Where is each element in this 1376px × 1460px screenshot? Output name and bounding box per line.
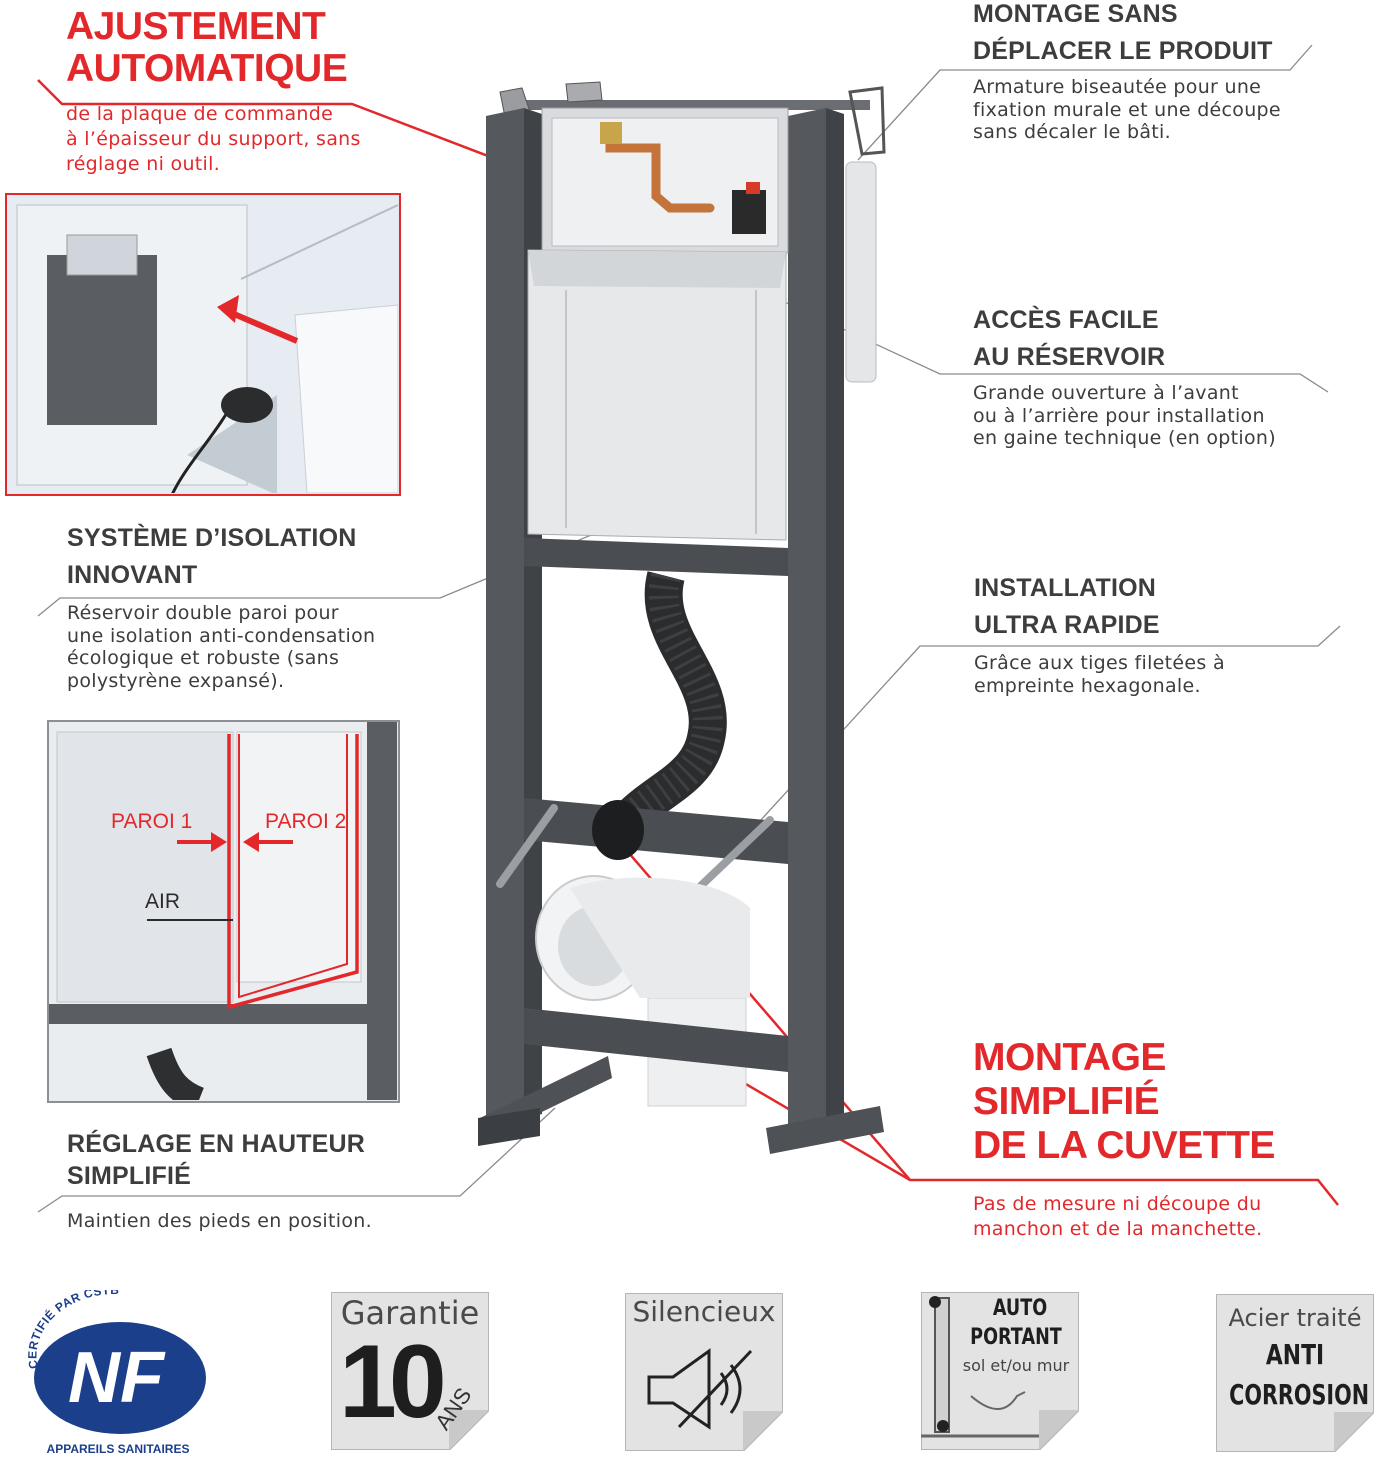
insulation-title-line: SYSTÈME D’ISOLATION	[67, 524, 357, 552]
feature-tank-access: ACCÈS FACILE AU RÉSERVOIR Grande ouvertu…	[973, 302, 1323, 450]
mounting-title-line: DÉPLACER LE PRODUIT	[973, 37, 1273, 65]
mounting-desc-line: fixation murale et une découpe	[973, 98, 1281, 121]
warranty-number: 10	[339, 1324, 447, 1440]
insulation-desc: Réservoir double paroi pour une isolatio…	[67, 602, 427, 692]
muted-speaker-icon	[647, 1348, 753, 1430]
feature-bowl: MONTAGE SIMPLIFIÉ DE LA CUVETTE Pas de m…	[973, 1036, 1353, 1242]
height-title-line: SIMPLIFIÉ	[67, 1162, 192, 1190]
nf-logo-text: NF	[68, 1338, 166, 1418]
feature-auto-adjust: AJUSTEMENT AUTOMATIQUE de la plaque de c…	[66, 5, 386, 177]
tank-access-desc-line: ou à l’arrière pour installation	[973, 404, 1265, 427]
install-desc-line: Grâce aux tiges filetées à	[974, 652, 1225, 674]
wc-frame-illustration	[478, 81, 886, 1154]
insulation-title-line: INNOVANT	[67, 561, 198, 589]
tank-access-desc-line: Grande ouverture à l’avant	[973, 382, 1239, 404]
tank-access-desc-line: en gaine technique (en option)	[973, 427, 1276, 449]
tank-access-title: ACCÈS FACILE AU RÉSERVOIR	[973, 302, 1323, 376]
self-supporting-line3: sol et/ou mur	[962, 1356, 1070, 1375]
install-title: INSTALLATION ULTRA RAPIDE	[974, 570, 1314, 644]
feature-mounting: MONTAGE SANS DÉPLACER LE PRODUIT Armatur…	[973, 0, 1313, 144]
anti-corrosion-badge: Acier traité ANTI CORROSION	[1216, 1294, 1374, 1452]
auto-adjust-desc-line: de la plaque de commande	[66, 103, 334, 126]
install-title-line: INSTALLATION	[974, 574, 1157, 602]
insulation-desc-line: polystyrène expansé).	[67, 669, 285, 692]
install-desc-line: empreinte hexagonale.	[974, 674, 1201, 697]
silent-title: Silencieux	[632, 1295, 776, 1328]
bowl-title-line: DE LA CUVETTE	[973, 1124, 1275, 1167]
tank-access-title-line: AU RÉSERVOIR	[973, 343, 1166, 371]
height-title-line: RÉGLAGE EN HAUTEUR	[67, 1130, 366, 1158]
mounting-title: MONTAGE SANS DÉPLACER LE PRODUIT	[973, 0, 1313, 70]
steel-line3: CORROSION	[1229, 1378, 1370, 1411]
install-title-line: ULTRA RAPIDE	[974, 611, 1160, 639]
feature-insulation: SYSTÈME D’ISOLATION INNOVANT Réservoir d…	[67, 520, 427, 692]
tank-access-title-line: ACCÈS FACILE	[973, 306, 1159, 334]
auto-adjust-title-line: AUTOMATIQUE	[66, 47, 348, 91]
height-title: RÉGLAGE EN HAUTEUR SIMPLIFIÉ	[67, 1128, 447, 1192]
insulation-title: SYSTÈME D’ISOLATION INNOVANT	[67, 520, 427, 594]
height-desc: Maintien des pieds en position.	[67, 1210, 447, 1233]
warranty-badge: Garantie 10 ANS	[331, 1292, 489, 1450]
nf-caption: APPAREILS SANITAIRES	[46, 1442, 190, 1456]
inset-control-plate	[5, 193, 401, 496]
insulation-desc-line: écologique et robuste (sans	[67, 647, 340, 669]
insulation-desc-line: Réservoir double paroi pour	[67, 602, 339, 624]
install-desc: Grâce aux tiges filetées à empreinte hex…	[974, 652, 1314, 697]
warranty-title: Garantie	[340, 1294, 480, 1332]
bowl-title-line: MONTAGE	[973, 1036, 1166, 1079]
height-desc-line: Maintien des pieds en position.	[67, 1210, 372, 1232]
mounting-desc: Armature biseautée pour une fixation mur…	[973, 76, 1313, 144]
tank-access-desc: Grande ouverture à l’avant ou à l’arrièr…	[973, 382, 1323, 450]
nf-certification-badge: CERTIFIÉ PAR CSTB NF APPAREILS SANITAIRE…	[18, 1283, 218, 1460]
auto-adjust-desc-line: réglage ni outil.	[66, 153, 221, 176]
steel-line1: Acier traité	[1228, 1304, 1362, 1332]
self-supporting-line1: AUTO	[992, 1296, 1048, 1321]
air-label: AIR	[145, 890, 181, 913]
feature-install: INSTALLATION ULTRA RAPIDE Grâce aux tige…	[974, 570, 1314, 697]
feature-height: RÉGLAGE EN HAUTEUR SIMPLIFIÉ Maintien de…	[67, 1128, 447, 1233]
steel-line2: ANTI	[1265, 1338, 1325, 1371]
auto-adjust-desc-line: à l’épaisseur du support, sans	[66, 128, 361, 151]
self-supporting-badge: AUTO PORTANT sol et/ou mur	[921, 1292, 1079, 1450]
wall1-label: PAROI 1	[111, 810, 193, 833]
bowl-title: MONTAGE SIMPLIFIÉ DE LA CUVETTE	[973, 1036, 1353, 1168]
auto-adjust-title-line: AJUSTEMENT	[66, 5, 326, 48]
mounting-title-line: MONTAGE SANS	[973, 0, 1178, 28]
mounting-desc-line: Armature biseautée pour une	[973, 76, 1262, 98]
bowl-title-line: SIMPLIFIÉ	[973, 1080, 1160, 1123]
mounting-desc-line: sans décaler le bâti.	[973, 121, 1171, 143]
bowl-desc-line: manchon et de la manchette.	[973, 1218, 1263, 1240]
auto-adjust-title: AJUSTEMENT AUTOMATIQUE	[66, 5, 386, 91]
bowl-desc-line: Pas de mesure ni découpe du	[973, 1193, 1262, 1215]
auto-adjust-desc: de la plaque de commande à l’épaisseur d…	[66, 102, 386, 177]
self-supporting-line2: PORTANT	[970, 1325, 1062, 1350]
insulation-desc-line: une isolation anti-condensation	[67, 624, 376, 647]
wall2-label: PAROI 2	[265, 810, 347, 833]
bowl-desc: Pas de mesure ni découpe du manchon et d…	[973, 1192, 1353, 1242]
silent-badge: Silencieux	[625, 1293, 783, 1451]
inset-double-wall: PAROI 1 PAROI 2 AIR	[47, 720, 400, 1103]
